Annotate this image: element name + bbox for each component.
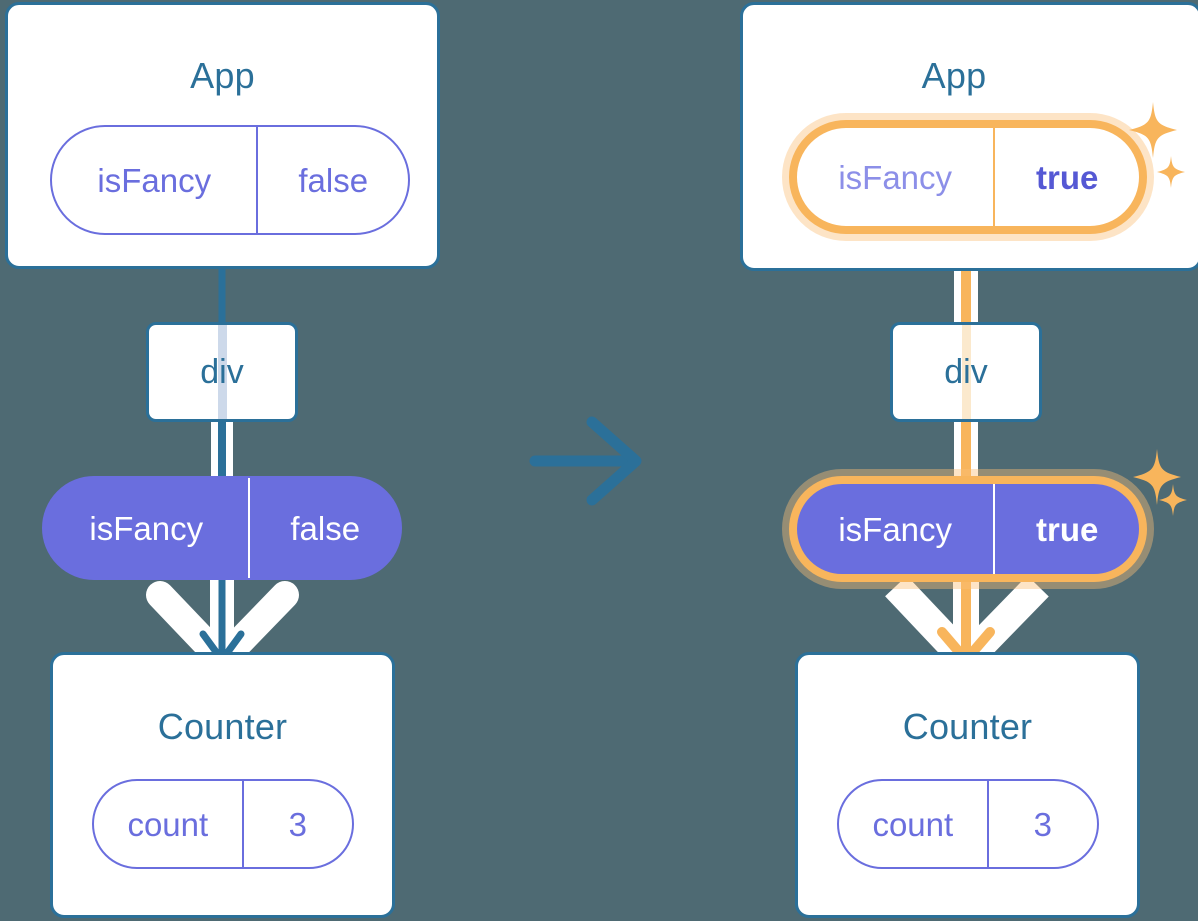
counter-state-key-before: count: [94, 781, 244, 867]
sparkle-icon: [1133, 449, 1181, 505]
prop-pill-after: isFancy true: [789, 476, 1147, 582]
app-state-value-after: true: [1036, 158, 1099, 196]
sparkle-icon: [1157, 156, 1185, 188]
app-state-key-before: isFancy: [52, 127, 259, 233]
prop-pill-before: isFancy false: [42, 476, 402, 580]
sparkle-icon: [1129, 102, 1177, 158]
app-title-before: App: [190, 55, 255, 96]
counter-card-after: Counter count 3: [795, 652, 1140, 918]
app-state-pill-after: isFancy true: [789, 120, 1147, 234]
app-title-after: App: [921, 55, 987, 96]
counter-state-pill-after: count 3: [837, 779, 1099, 869]
counter-title-after: Counter: [902, 706, 1033, 747]
div-node-after: div: [890, 322, 1042, 422]
div-inner-wire-before: [217, 325, 227, 419]
counter-state-key-after: count: [839, 781, 989, 867]
arrow-right-icon: [529, 416, 642, 506]
div-node-before: div: [146, 322, 298, 422]
div-inner-wire-after: [961, 325, 971, 419]
counter-title-before: Counter: [157, 706, 288, 747]
prop-value-before: false: [290, 509, 361, 547]
div-node-label-after: div: [944, 352, 988, 391]
app-state-value-before: false: [298, 161, 369, 199]
app-state-key-after: isFancy: [797, 128, 996, 226]
div-node-label-before: div: [200, 352, 244, 391]
sparkle-icon: [1159, 484, 1187, 516]
app-card-before: App isFancy false: [5, 2, 440, 269]
counter-card-before: Counter count 3: [50, 652, 395, 918]
app-state-pill-before: isFancy false: [50, 125, 410, 235]
counter-state-value-before: 3: [288, 805, 307, 843]
prop-key-after: isFancy: [797, 484, 996, 574]
prop-key-before: isFancy: [44, 478, 251, 578]
prop-value-after: true: [1036, 510, 1099, 548]
counter-state-value-after: 3: [1033, 805, 1052, 843]
counter-state-pill-before: count 3: [92, 779, 354, 869]
